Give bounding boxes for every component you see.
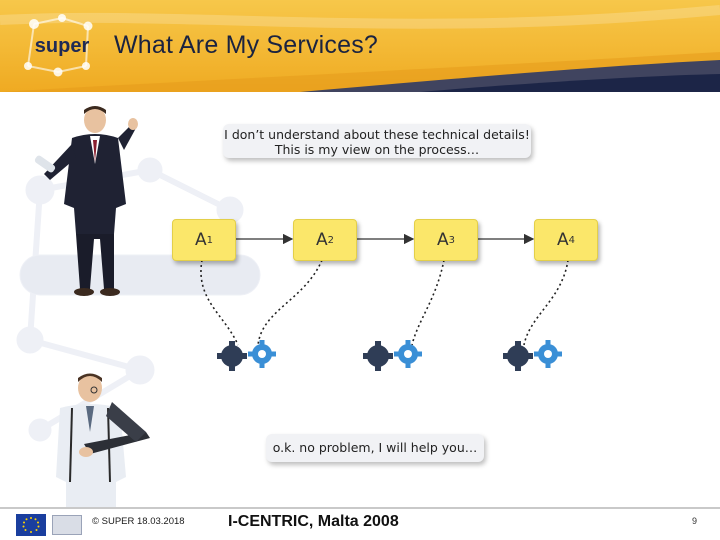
bubble-top-line1: I don’t understand about these technical… — [224, 127, 530, 142]
super-logo-icon: super — [24, 14, 93, 77]
speech-bubble-bottom: o.k. no problem, I will help you… — [266, 434, 484, 462]
activity-index: 3 — [448, 234, 455, 246]
bubble-top-line2: This is my view on the process… — [274, 142, 480, 157]
speech-bubble-top: I don’t understand about these technical… — [223, 124, 531, 158]
activity-label: A — [556, 230, 569, 250]
footer-event: I-CENTRIC, Malta 2008 — [228, 513, 399, 530]
activity-label: A — [194, 230, 207, 250]
gear-icon — [363, 341, 393, 371]
gear-icon — [394, 340, 422, 368]
it-person-figure — [56, 373, 150, 507]
activity-label: A — [436, 230, 449, 250]
gear-icon — [534, 340, 562, 368]
activity-label: A — [315, 230, 328, 250]
footer-divider — [0, 507, 720, 509]
ist-logo-icon — [52, 515, 82, 535]
eu-flag-icon — [16, 514, 46, 536]
connector-a3 — [411, 259, 445, 346]
page-number: 9 — [692, 516, 698, 526]
footer-copyright: © SUPER 18.03.2018 — [92, 516, 185, 527]
logo-text: super — [35, 35, 90, 57]
page-title: What Are My Services? — [114, 31, 379, 59]
activity-index: 1 — [206, 234, 213, 246]
activity-index: 2 — [327, 234, 334, 246]
connector-a4 — [523, 259, 569, 346]
business-person-figure — [34, 106, 138, 296]
header-swoosh — [0, 5, 720, 92]
activity-index: 4 — [568, 234, 575, 246]
gear-icon — [503, 341, 533, 371]
header-band: super What Are My Services? — [0, 0, 720, 92]
